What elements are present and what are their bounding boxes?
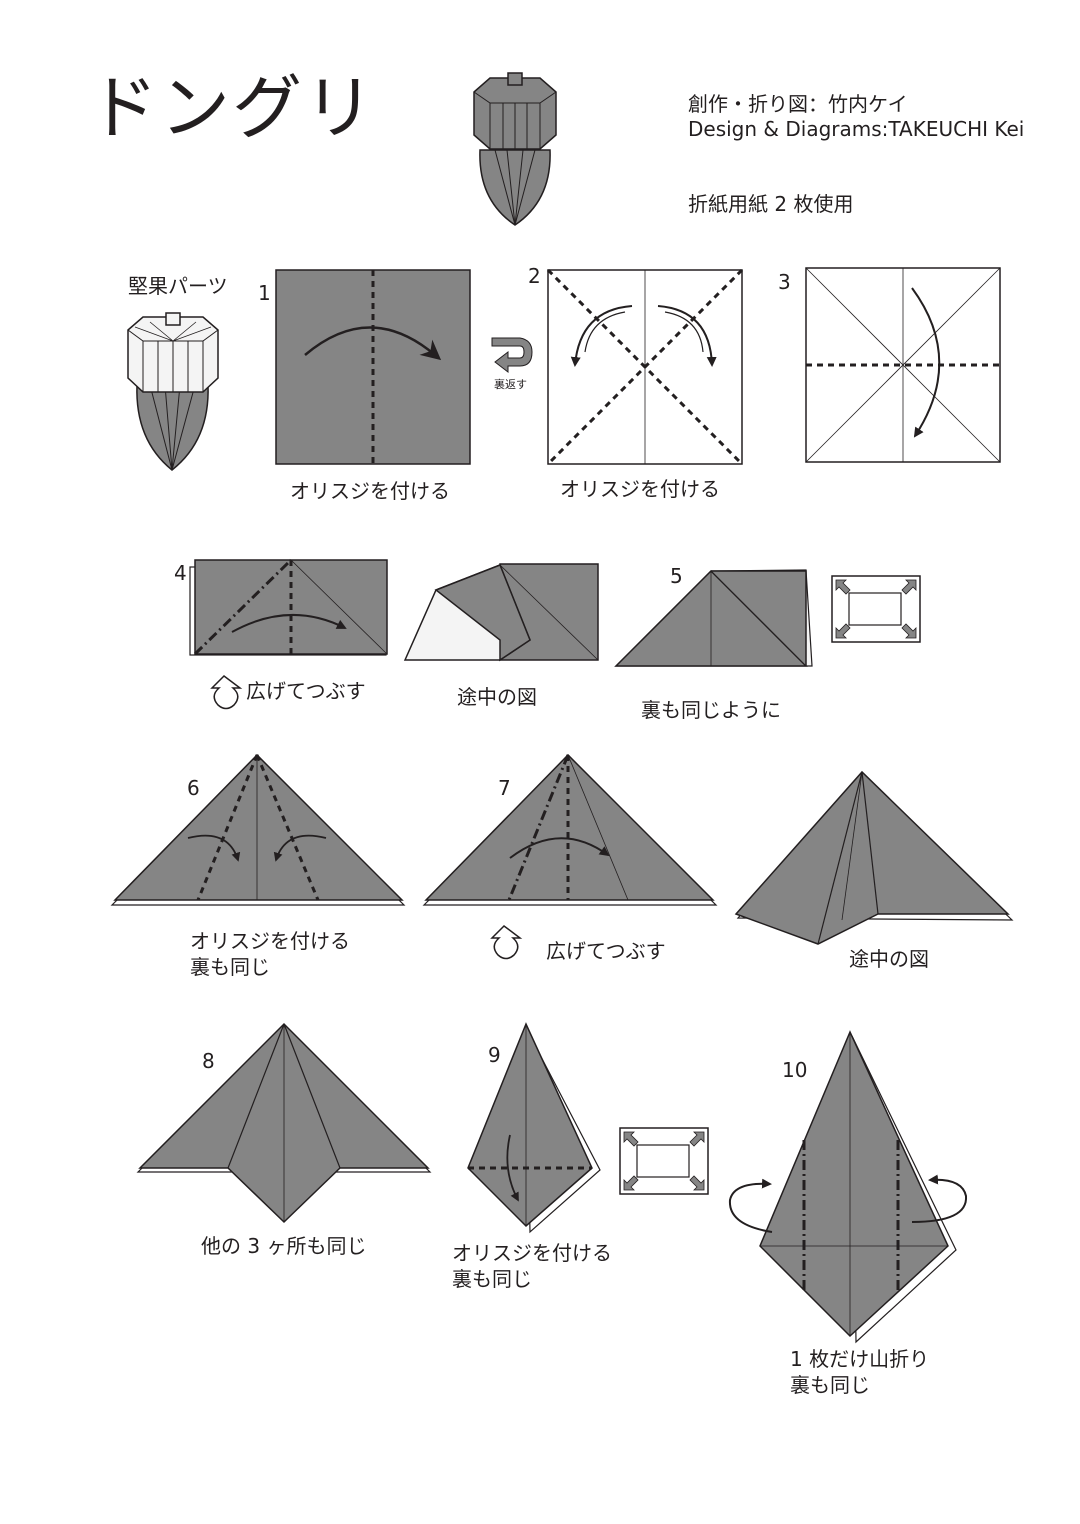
squash-fold-icon xyxy=(210,675,243,710)
caption-step-9-line1: オリスジを付ける xyxy=(452,1241,612,1265)
caption-step-10: 1 枚だけ山折り 裏も同じ xyxy=(790,1346,929,1398)
step-6-diagram xyxy=(110,753,406,906)
caption-step-2: オリスジを付ける xyxy=(560,477,720,501)
step-number-5: 5 xyxy=(670,564,683,588)
caption-step-4: 広げてつぶす xyxy=(246,679,366,703)
part-label: 堅果パーツ xyxy=(128,274,228,298)
step-5-diagram xyxy=(614,569,813,667)
turn-over-icon xyxy=(491,337,533,374)
caption-step-6-line1: オリスジを付ける xyxy=(190,929,350,953)
enlarge-icon-2 xyxy=(619,1127,709,1195)
turn-over-label: 裏返す xyxy=(494,378,527,391)
caption-step-9: オリスジを付ける 裏も同じ xyxy=(452,1240,612,1292)
step-number-7: 7 xyxy=(498,776,511,800)
acorn-illustration xyxy=(473,72,557,226)
step-4-progress-diagram xyxy=(403,563,599,662)
step-number-9: 9 xyxy=(488,1043,501,1067)
step-1-diagram xyxy=(275,269,471,465)
caption-step-5: 裏も同じように xyxy=(641,698,781,722)
step-7-diagram xyxy=(422,753,718,906)
step-2-diagram xyxy=(546,268,744,466)
caption-step-7b: 途中の図 xyxy=(849,947,929,971)
step-8-diagram xyxy=(136,1022,432,1224)
step-number-1: 1 xyxy=(258,281,271,305)
caption-step-9-line2: 裏も同じ xyxy=(452,1267,532,1291)
caption-step-8: 他の 3 ヶ所も同じ xyxy=(201,1234,367,1258)
paper-note: 折紙用紙 2 枚使用 xyxy=(688,192,854,216)
step-number-3: 3 xyxy=(778,270,791,294)
credit-ja: 創作・折り図：竹内ケイ xyxy=(688,92,908,116)
squash-fold-icon-2 xyxy=(490,925,523,960)
caption-step-6-line2: 裏も同じ xyxy=(190,955,270,979)
step-4-diagram xyxy=(189,558,388,656)
page-title: ドングリ xyxy=(88,67,376,149)
step-7-progress-diagram xyxy=(734,770,1014,945)
step-10-diagram xyxy=(728,1030,968,1344)
credit: 創作・折り図：竹内ケイ Design & Diagrams:TAKEUCHI K… xyxy=(688,92,1024,142)
step-number-4: 4 xyxy=(174,561,187,585)
step-3-diagram xyxy=(805,267,1001,463)
fold-arrow-icon xyxy=(304,326,442,361)
credit-en: Design & Diagrams:TAKEUCHI Kei xyxy=(688,117,1025,141)
nut-part-illustration xyxy=(127,312,219,471)
step-number-2: 2 xyxy=(528,264,541,288)
step-number-8: 8 xyxy=(202,1049,215,1073)
step-number-6: 6 xyxy=(187,776,200,800)
caption-step-6: オリスジを付ける 裏も同じ xyxy=(190,928,350,980)
caption-step-10-line2: 裏も同じ xyxy=(790,1373,870,1397)
caption-step-1: オリスジを付ける xyxy=(290,479,450,503)
caption-step-4b: 途中の図 xyxy=(457,685,537,709)
enlarge-icon xyxy=(831,575,921,643)
step-number-10: 10 xyxy=(782,1058,808,1082)
step-9-diagram xyxy=(467,1022,601,1234)
caption-step-10-line1: 1 枚だけ山折り xyxy=(790,1347,930,1371)
caption-step-7: 広げてつぶす xyxy=(546,939,666,963)
